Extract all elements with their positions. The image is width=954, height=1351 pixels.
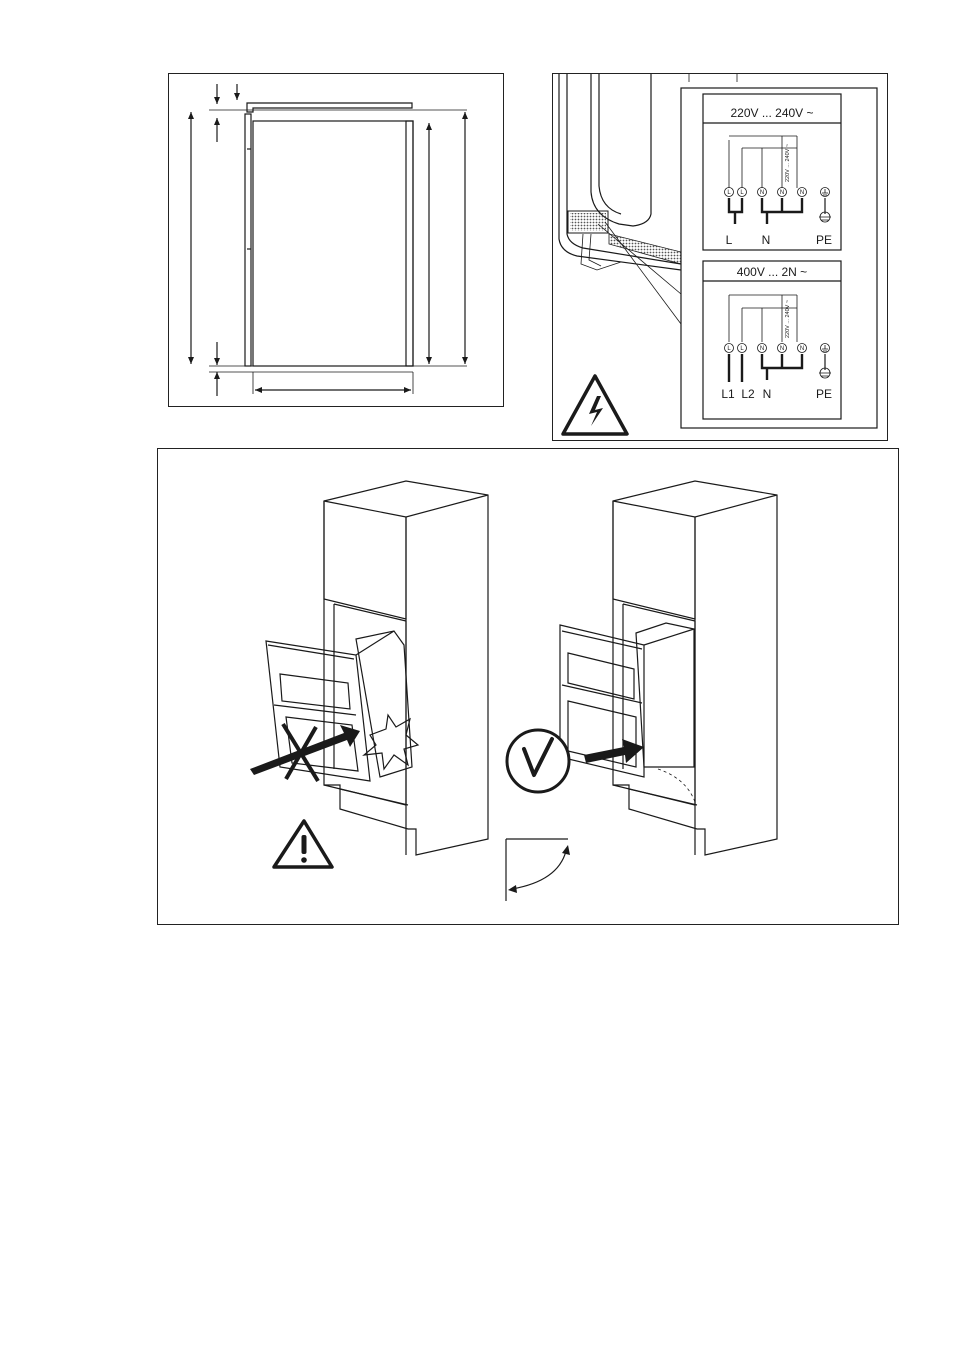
svg-text:L: L [726,233,733,247]
worktop-lip [247,103,412,112]
wiring-diagram-panel: 220V ... 240V ~ 220V ... 240V ~ L L N N … [552,73,888,441]
check-mark-icon [507,730,569,792]
rail-voltage-label: 220V ... 240V ~ [785,300,791,338]
appliance-body [253,121,413,366]
rotation-angle-icon [506,839,570,901]
wiring-box-single-phase: 220V ... 240V ~ 220V ... 240V ~ L L N N … [703,94,841,250]
installation-drawing [158,449,900,926]
svg-text:L2: L2 [741,387,755,401]
push-arrow-correct [584,739,644,763]
svg-text:PE: PE [816,387,832,401]
rail-voltage-label: 220V ... 240V ~ [785,144,791,182]
height-dimension-right [426,112,468,364]
svg-text:PE: PE [816,233,832,247]
wiring-box-title: 220V ... 240V ~ [730,106,813,120]
appliance-corner-detail [559,74,681,324]
caution-warning-icon [274,821,332,867]
oven-inserted-correct [560,623,696,805]
svg-text:N: N [780,190,784,196]
height-dimension-left [188,84,240,396]
width-dimension-bottom [255,387,411,393]
installation-diagram-panel [157,448,899,925]
svg-text:N: N [800,190,804,196]
svg-text:N: N [780,346,784,352]
appliance-front-panel [406,121,413,366]
dimension-diagram-panel [168,73,504,407]
wiring-drawing: 220V ... 240V ~ 220V ... 240V ~ L L N N … [553,74,889,442]
high-voltage-warning-icon [563,376,627,434]
cabinet-side-panel [245,114,251,366]
svg-text:N: N [760,346,764,352]
wiring-box-title: 400V ... 2N ~ [737,265,807,279]
push-arrow-wrong [250,725,360,775]
svg-text:N: N [763,387,772,401]
svg-text:N: N [760,190,764,196]
dimension-drawing [169,74,505,408]
wiring-box-two-phase: 400V ... 2N ~ 220V ... 240V ~ L L N N N [703,261,841,419]
svg-text:N: N [800,346,804,352]
svg-text:N: N [762,233,771,247]
svg-text:L1: L1 [721,387,735,401]
